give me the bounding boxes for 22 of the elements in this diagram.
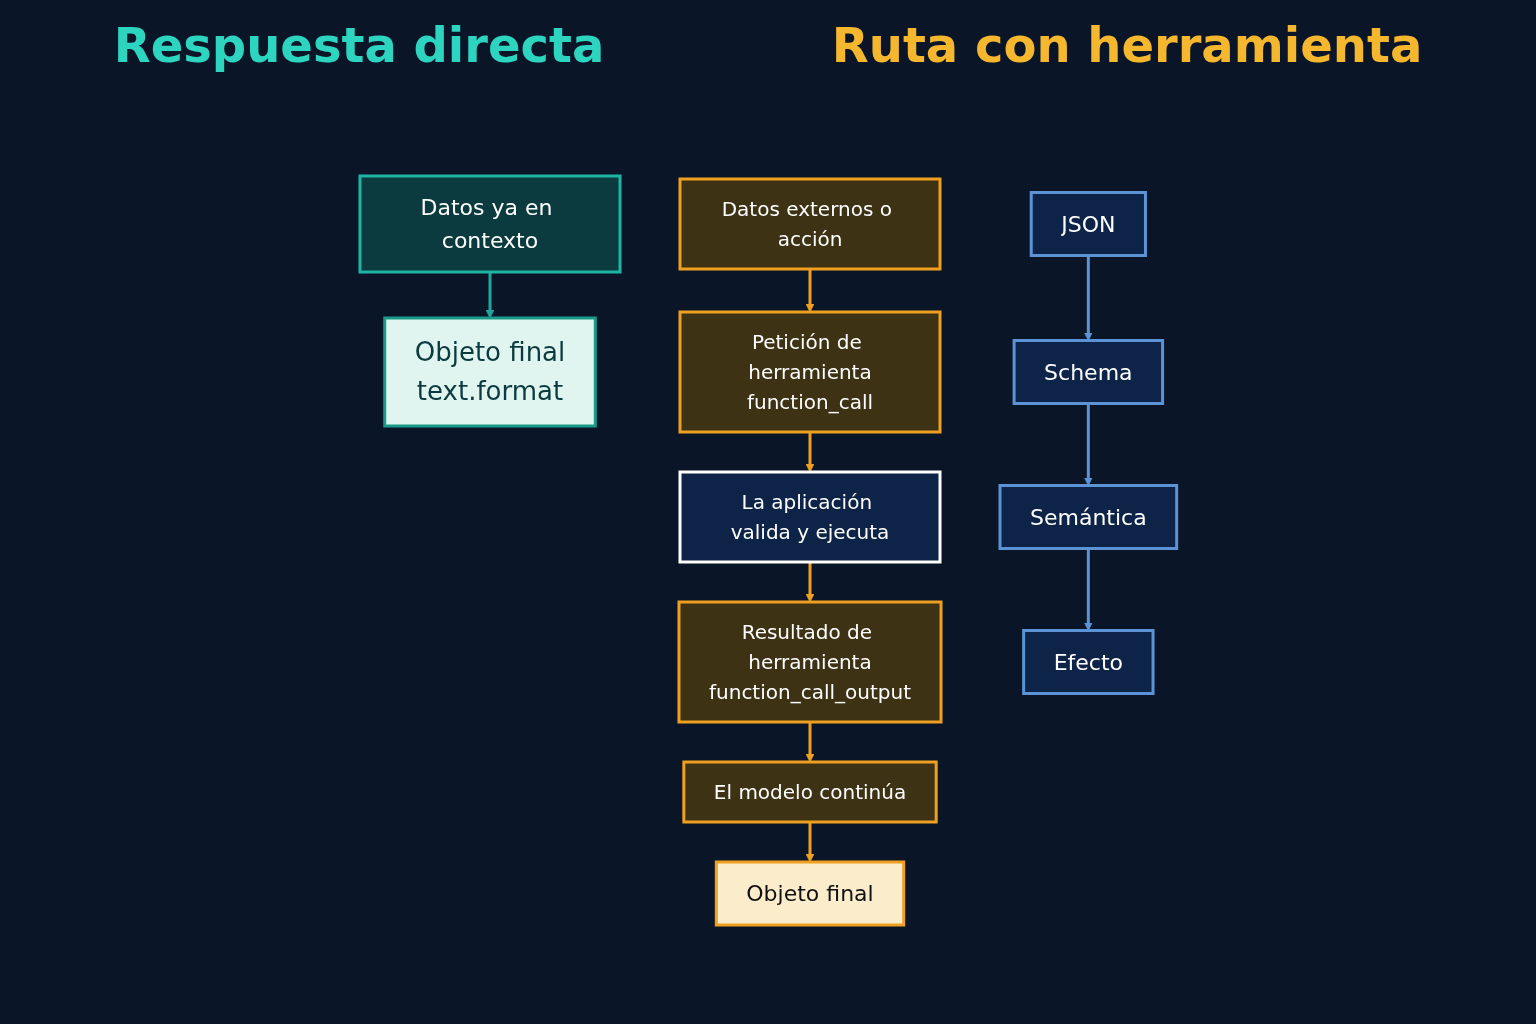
arrow: [1083, 403, 1093, 486]
node-box: Objeto final: [714, 860, 905, 926]
node-box: Schema: [1012, 338, 1164, 405]
column-heading: Ruta con herramienta: [831, 17, 1423, 73]
arrow: [805, 431, 815, 472]
arrow: [805, 561, 815, 602]
node-box: Resultado de herramienta function_call_output: [677, 600, 943, 723]
node-box: Objeto final text.format: [382, 316, 597, 427]
node-box: Semántica: [998, 483, 1178, 550]
node-box: La aplicación valida y ejecuta: [678, 470, 942, 563]
column-heading: Respuesta directa: [113, 17, 605, 73]
arrow: [805, 721, 815, 762]
arrow: [805, 268, 815, 312]
arrow: [1083, 255, 1093, 341]
arrow: [485, 271, 495, 318]
node-box: Datos ya en contexto: [358, 174, 622, 273]
node-box: Datos externos o acción: [678, 177, 942, 270]
node-box: Petición de herramienta function_call: [678, 310, 942, 433]
arrow: [1083, 548, 1093, 631]
node-box: El modelo continúa: [682, 760, 938, 823]
node-box: Efecto: [1021, 628, 1155, 695]
arrow: [805, 821, 815, 862]
